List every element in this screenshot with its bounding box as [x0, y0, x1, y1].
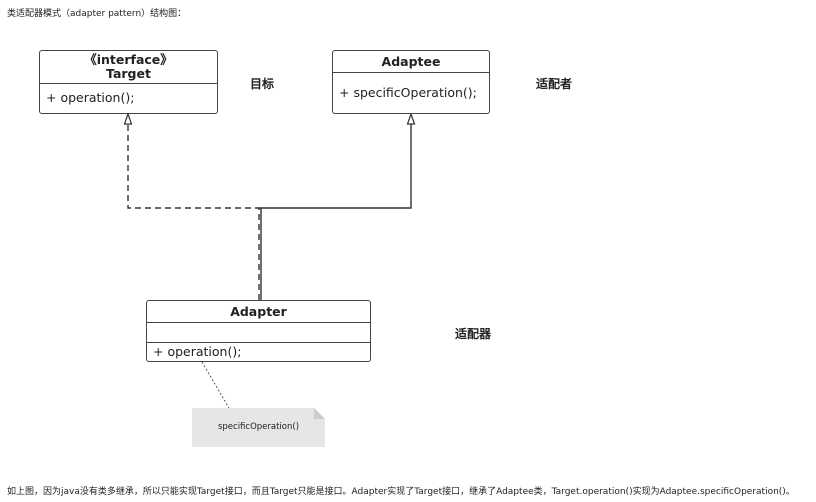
adapter-class-header: Adapter [147, 301, 370, 323]
adaptee-class-box[interactable]: Adaptee + specificOperation(); [332, 50, 490, 114]
target-operation: + operation(); [46, 90, 135, 105]
target-class-box[interactable]: 《interface》 Target + operation(); [39, 50, 218, 114]
realization-line [127, 124, 260, 300]
adapter-class-box[interactable]: Adapter + operation(); [146, 300, 371, 362]
implementation-note[interactable]: specificOperation() [192, 408, 325, 447]
generalization-arrowhead [406, 112, 416, 125]
adapter-operation: + operation(); [153, 344, 242, 359]
adaptee-class-header: Adaptee [333, 51, 489, 73]
target-class-header: 《interface》 Target [40, 51, 217, 84]
adaptee-class-name: Adaptee [381, 54, 441, 69]
note-text: specificOperation() [217, 422, 300, 432]
target-role-label: 目标 [250, 77, 275, 91]
generalization-line [259, 124, 412, 209]
adaptee-role-label: 适配者 [536, 77, 573, 91]
realization-arrowhead [123, 112, 133, 125]
target-stereotype: 《interface》 [84, 52, 173, 67]
diagram-caption: 如上图，因为java没有类多继承，所以只能实现Target接口，而且Target… [7, 487, 795, 497]
target-class-name: Target [106, 66, 151, 81]
adapter-attributes-compartment [147, 323, 370, 343]
diagram-heading: 类适配器模式（adapter pattern）结构图： [7, 9, 187, 19]
note-shape [192, 408, 325, 447]
adapter-class-name: Adapter [230, 304, 287, 319]
adaptee-operation: + specificOperation(); [339, 85, 477, 100]
adapter-role-label: 适配器 [455, 327, 492, 341]
note-anchor-line [201, 361, 230, 409]
